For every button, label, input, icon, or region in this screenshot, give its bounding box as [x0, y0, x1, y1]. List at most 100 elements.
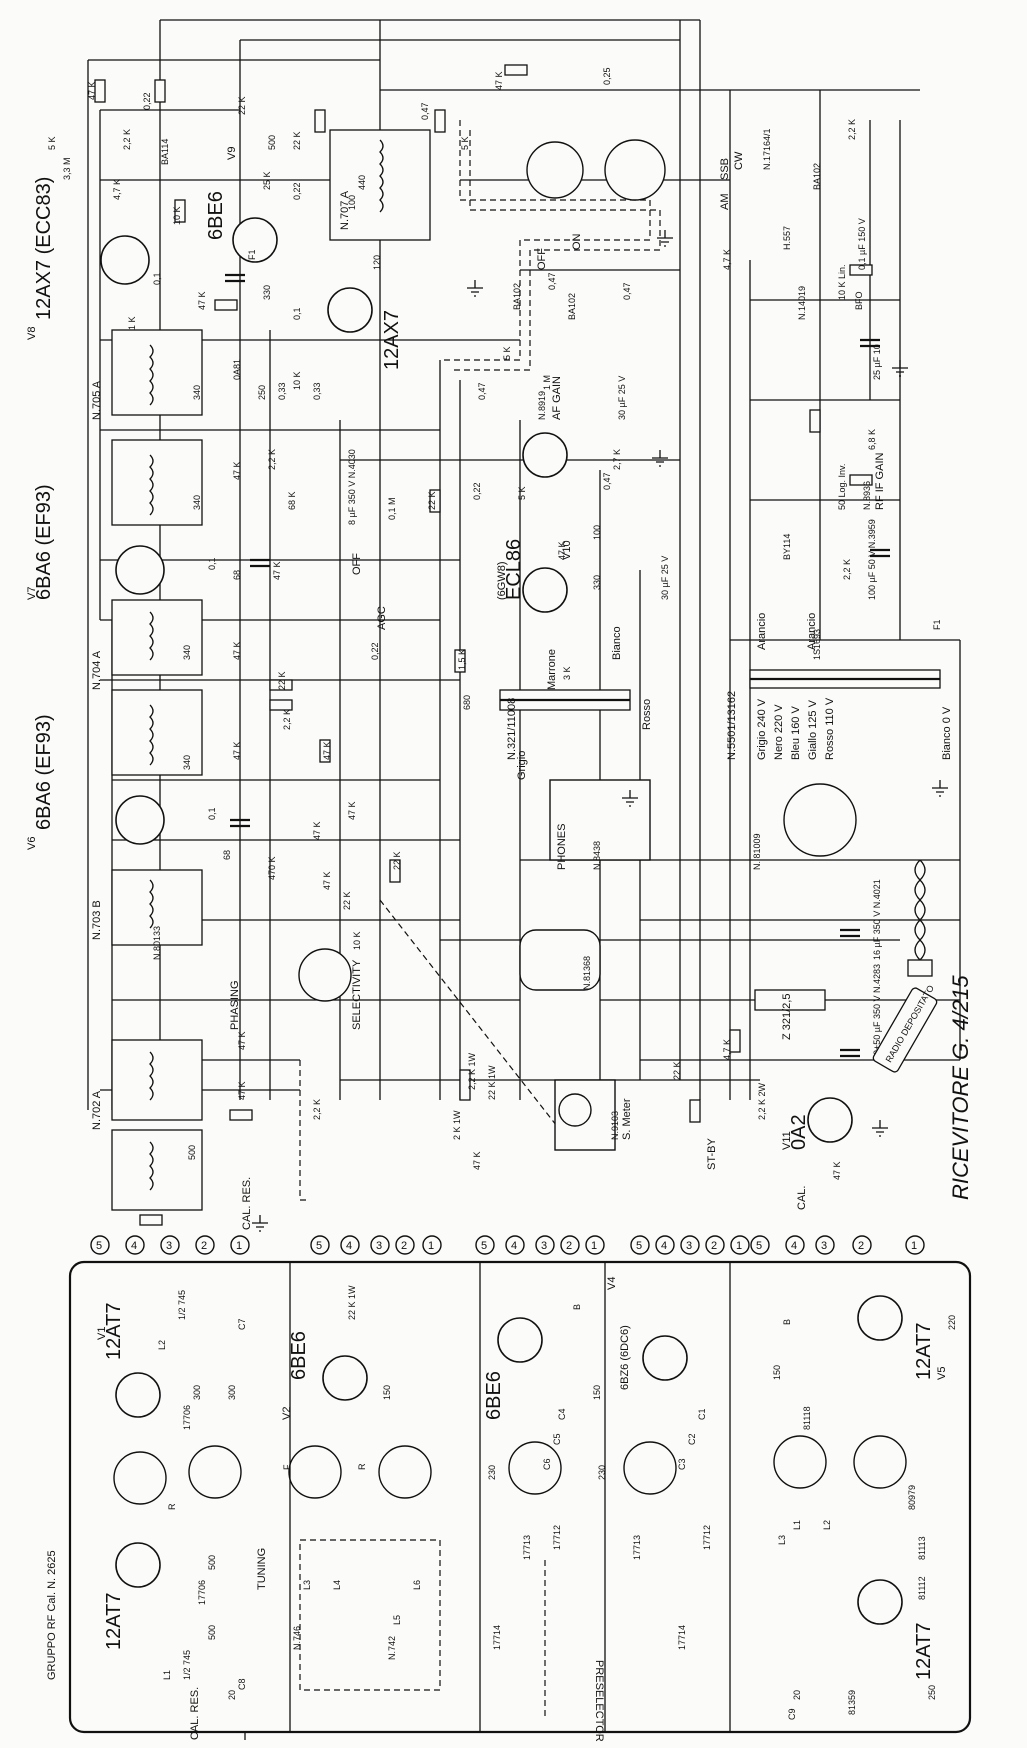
if-transformer-702a-lower: [111, 1129, 203, 1211]
l5-label: L5: [392, 1615, 402, 1625]
v2-label: V2: [281, 1407, 293, 1420]
wire-arancio-1: Arancio: [756, 613, 768, 650]
choke-label: Z 321/2,5: [781, 994, 793, 1040]
coil-81359-label: 81359: [847, 1690, 857, 1715]
band-wafer-7: [773, 1435, 827, 1489]
tube-v2: [322, 1355, 368, 1401]
r-27k-label: 2,7 K: [612, 449, 622, 470]
l6-label: L6: [412, 1580, 422, 1590]
tubes: [100, 217, 903, 1625]
if-transformer-705a-lower: [111, 439, 203, 526]
r-022-d-label: 0,22: [370, 642, 380, 660]
r-047-e-label: 0,47: [622, 282, 632, 300]
r-10k-label: 10 K: [172, 206, 182, 225]
r-22k-e-label: 22 K: [427, 491, 437, 510]
coil-17712-label: 17712: [552, 1525, 562, 1550]
r-15k-label: 1,5 K: [457, 649, 467, 670]
r-10k-c-label: 10 K: [352, 931, 362, 950]
terminal-5-d: 5: [636, 1240, 642, 1252]
r-22k1w-label: 2,2 K 1W: [467, 1052, 477, 1090]
n707-label: N.707 A: [339, 190, 351, 230]
v5b-type-label: 12AT7: [913, 1623, 935, 1680]
coil-h557-label: H.557: [782, 226, 792, 250]
c-8uf-label: 8 µF 350 V N.4030: [347, 449, 357, 525]
lin-label: 10 K Lin.: [837, 264, 847, 300]
r-22k-m-label: 2,2 K: [842, 559, 852, 580]
sw-f-label: F: [282, 1464, 292, 1470]
terminal-5: 5: [96, 1240, 102, 1252]
coil-81118-label: 81118: [802, 1406, 812, 1430]
v8-label: V8: [26, 327, 38, 340]
coil-745-b-label: 1/2 745: [182, 1650, 192, 1680]
terminal-3: 3: [166, 1240, 172, 1252]
c-250-label: 250: [257, 385, 267, 400]
c6-label: C6: [542, 1458, 552, 1470]
d-ba102-b-label: BA102: [567, 293, 577, 320]
r-22k-j-label: 2,2 K: [312, 1099, 322, 1120]
log-inv-label: 50 Log. Inv.: [837, 464, 847, 510]
v10-label: V10: [561, 540, 573, 560]
v11-label: V11: [781, 1131, 793, 1150]
terminal-4-d: 4: [661, 1240, 667, 1252]
if-transformer-703b: [111, 869, 203, 946]
sockets: [68, 139, 972, 1734]
v3-type-label: 6BE6: [483, 1371, 505, 1420]
band-wafer-3: [288, 1445, 342, 1499]
r-5k-b-label: 5 K: [460, 136, 470, 150]
c4-label: C4: [557, 1408, 567, 1420]
r-22k-d-label: 2,2 K: [267, 449, 277, 470]
v7-label: V7: [26, 587, 38, 600]
terminal-2-c: 2: [566, 1240, 572, 1252]
c-340-b-label: 340: [192, 495, 202, 510]
r-1k-label: 1 K: [127, 316, 137, 330]
band-wafer-8: [853, 1435, 907, 1489]
r-5k-d-label: 5 K: [502, 346, 512, 360]
n80133-label: N.80133: [152, 926, 162, 960]
n702-label: N.702 A: [91, 1090, 103, 1130]
r-47k-k-label: 47 K: [347, 801, 357, 820]
coil-17713-b-label: 17713: [632, 1535, 642, 1560]
tube-v4: [642, 1335, 688, 1381]
wire-grigio: Grigio 240 V: [756, 698, 768, 760]
c8-label: C8: [237, 1678, 247, 1690]
c-01pf-label: 0,1 µF 150 V: [857, 218, 867, 270]
rf-if-code: N.8936: [862, 481, 872, 510]
tube-v6: [115, 795, 165, 845]
if-transformer-707a: [329, 129, 431, 241]
af-gain-label: AF GAIN: [551, 376, 563, 420]
wire-rosso-2: Rosso: [641, 699, 653, 730]
r-22k-k-label: 22 K: [672, 1061, 682, 1080]
cw-label: CW: [733, 151, 745, 170]
r-47k-q-label: 47 K: [832, 1161, 842, 1180]
r-022-c-label: 0,22: [472, 482, 482, 500]
r-47k-b-label: 4,7 K: [112, 179, 122, 200]
terminal-5-e: 5: [756, 1240, 762, 1252]
v11-type-label: 0A2: [788, 1114, 810, 1150]
d-ba102-c-label: BA102: [812, 163, 822, 190]
if-transformer-702a-upper: [111, 1039, 203, 1121]
r-680-label: 680: [462, 695, 472, 710]
output-transformer-label: N.321/11008: [506, 698, 518, 760]
wire-bianco-2: Bianco: [611, 626, 623, 660]
terminal-strip: [90, 1235, 925, 1255]
r-47k-n-label: 47 K: [237, 1081, 247, 1100]
band-wafer-1: [113, 1451, 167, 1505]
labels: 12AX7 (ECC83) V8 6BE6 V9 12AX7 6BA6 (EF9…: [26, 67, 973, 1741]
tube-v8: [100, 235, 150, 285]
r-22k-label: 2,2 K: [122, 129, 132, 150]
v5-label: V5: [936, 1367, 948, 1380]
wire-marrone: Marrone: [546, 649, 558, 690]
terminal-2-b: 2: [401, 1240, 407, 1252]
c-150-c-label: 150: [772, 1365, 782, 1380]
terminal-1-e: 1: [911, 1240, 917, 1252]
ac-cord: [907, 859, 933, 977]
r-22k-l-label: 2,2 K: [847, 119, 857, 140]
stby-label: ST-BY: [706, 1138, 718, 1170]
r-047-c-label: 0,47: [477, 382, 487, 400]
cal-res-bottom-label: CAL. RES.: [189, 1687, 201, 1740]
r-47k-l-label: 47 K: [322, 871, 332, 890]
on-label: ON: [571, 233, 583, 250]
v10-type-label: ECL86: [503, 539, 525, 600]
c-150-label: 150: [382, 1385, 392, 1400]
r-10k-b-label: 10 K: [292, 371, 302, 390]
